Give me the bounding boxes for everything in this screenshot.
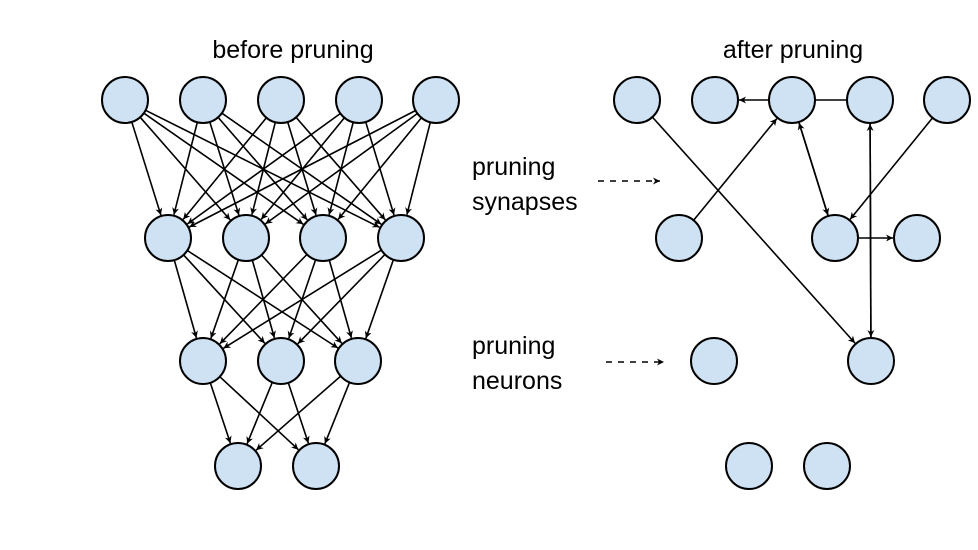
before-network-nodes [101,76,460,490]
before-synapse-edge [209,382,232,444]
after-neuron-node [768,76,816,124]
after-neuron-node [655,214,703,262]
before-pruning-title: before pruning [212,36,373,64]
after-pruning-title: after pruning [723,36,863,64]
before-synapse-edge [219,253,308,345]
before-synapse-edge [131,121,163,216]
before-synapse-edge [188,109,416,228]
before-synapse-edge [222,249,382,349]
before-synapse-edge [264,112,418,225]
before-synapse-edge [328,259,353,339]
after-neuron-node [725,442,773,490]
after-network-nodes [613,76,971,490]
before-neuron-node [257,337,305,385]
before-neuron-node [101,76,149,124]
before-synapse-edge [182,117,268,220]
neurons-label-line1: pruning [472,332,555,360]
before-neuron-node [222,214,270,262]
after-neuron-node [691,76,739,124]
before-neuron-node [179,337,227,385]
neurons-label-line2: neurons [472,367,562,395]
before-synapse-edge [324,382,351,444]
after-network-edges [651,96,934,344]
before-neuron-node [299,214,347,262]
before-synapse-edge [209,259,240,339]
after-synapse-edge [849,117,934,220]
synapses-label-line2: synapses [472,188,578,216]
before-neuron-node [412,76,460,124]
before-neuron-node [292,442,340,490]
before-neuron-node [144,214,192,262]
before-synapse-edge [297,253,386,345]
after-neuron-node [893,214,941,262]
before-synapse-edge [187,112,341,225]
after-synapse-edge [797,122,829,217]
before-synapse-edge [337,117,423,220]
before-synapse-edge [255,375,342,451]
before-neuron-node [377,214,425,262]
before-network-edges [131,109,432,451]
after-synapse-edge [692,118,778,221]
after-neuron-node [847,337,895,385]
after-synapse-edge [651,116,856,344]
after-synapse-edge [866,123,874,339]
before-neuron-node [179,76,227,124]
before-synapse-edge [405,122,432,215]
after-neuron-node [613,76,661,124]
after-neuron-node [690,337,738,385]
synapses-label-line1: pruning [472,153,555,181]
after-neuron-node [923,76,971,124]
after-neuron-node [846,76,894,124]
before-neuron-node [335,76,383,124]
before-synapse-edge [364,259,395,339]
before-neuron-node [334,337,382,385]
after-neuron-node [803,442,851,490]
before-synapse-edge [172,122,199,215]
before-synapse-edge [173,259,198,339]
before-synapse-edge [246,381,274,445]
after-neuron-node [811,214,859,262]
before-neuron-node [257,76,305,124]
before-neuron-node [214,442,262,490]
